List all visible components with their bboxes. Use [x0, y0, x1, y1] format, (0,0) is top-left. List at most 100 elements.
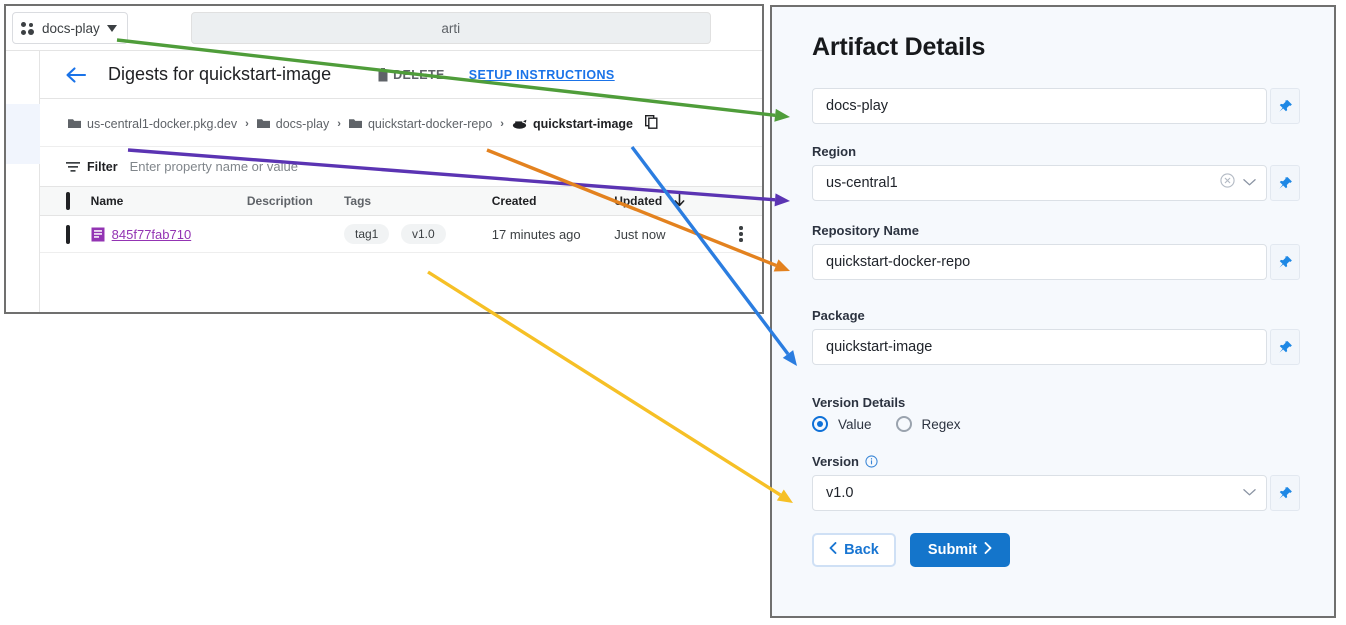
tag-chip[interactable]: v1.0 [400, 224, 446, 244]
search-input[interactable]: arti [190, 12, 711, 44]
column-header-description[interactable]: Description [246, 187, 344, 216]
select-all-checkbox[interactable] [66, 192, 70, 210]
delete-label: DELETE [393, 67, 445, 82]
package-label: Package [812, 308, 865, 323]
copy-icon[interactable] [644, 114, 658, 132]
filter-button[interactable]: Filter [66, 160, 118, 174]
row-description-cell [246, 215, 344, 253]
region-value: us-central1 [826, 175, 898, 191]
breadcrumb-item-repo[interactable]: quickstart-docker-repo [348, 116, 493, 131]
chevron-down-icon[interactable] [1243, 484, 1256, 502]
table-header-row: Name Description Tags Created Updated [40, 187, 762, 216]
column-header-created[interactable]: Created [491, 187, 615, 216]
digest-name: 845f77fab710 [111, 226, 192, 242]
artifact-details-panel: Artifact Details docs-play Region us-cen… [770, 5, 1336, 618]
filter-label: Filter [87, 159, 118, 174]
field-version-details: Version Details Value Regex [812, 395, 1300, 432]
select-all-checkbox-cell [40, 187, 91, 216]
field-project: docs-play [812, 88, 1300, 124]
column-header-name[interactable]: Name [90, 187, 247, 216]
page-header: Digests for quickstart-image DELETE SETU… [40, 51, 762, 99]
header-actions: DELETE SETUP INSTRUCTIONS [377, 67, 615, 82]
radio-regex-label: Regex [921, 416, 961, 432]
table-row[interactable]: 845f77fab710 tag1 v1.0 17 minutes ago Ju… [40, 215, 762, 253]
chevron-down-icon[interactable] [1243, 174, 1256, 192]
pin-icon[interactable] [1270, 329, 1300, 365]
column-header-actions [719, 187, 762, 216]
pin-icon[interactable] [1270, 88, 1300, 124]
field-version: Version v1.0 [812, 454, 1300, 511]
pin-icon[interactable] [1270, 165, 1300, 201]
field-package: Package quickstart-image [812, 308, 1300, 365]
submit-button[interactable]: Submit [910, 533, 1010, 567]
row-checkbox[interactable] [66, 224, 70, 244]
pin-icon[interactable] [1270, 244, 1300, 280]
package-input[interactable]: quickstart-image [812, 329, 1267, 365]
field-region: Region us-central1 [812, 144, 1300, 201]
column-header-updated[interactable]: Updated [614, 187, 720, 216]
form-buttons: Back Submit [812, 533, 1300, 567]
chevron-down-icon [106, 24, 117, 32]
breadcrumb: us-central1-docker.pkg.dev › docs-play ›… [40, 99, 762, 147]
kebab-menu-icon[interactable] [720, 226, 762, 242]
radio-value[interactable] [812, 416, 828, 432]
repository-name-label: Repository Name [812, 223, 919, 238]
filter-icon [66, 161, 80, 172]
region-input[interactable]: us-central1 [812, 165, 1267, 201]
breadcrumb-label: us-central1-docker.pkg.dev [87, 116, 238, 131]
search-value: arti [441, 20, 461, 36]
pin-icon[interactable] [1270, 475, 1300, 511]
setup-instructions-link[interactable]: SETUP INSTRUCTIONS [468, 67, 615, 82]
table-empty-space [40, 253, 762, 279]
project-value: docs-play [826, 98, 889, 114]
console-topbar: docs-play arti [6, 6, 762, 51]
submit-button-label: Submit [927, 542, 978, 558]
digest-icon [91, 227, 105, 241]
row-name-cell: 845f77fab710 [90, 215, 247, 253]
breadcrumb-item-project[interactable]: docs-play [256, 116, 330, 131]
nav-rail-highlight [6, 104, 40, 164]
form-title: Artifact Details [812, 33, 986, 61]
package-value: quickstart-image [826, 339, 933, 355]
digests-table: Name Description Tags Created Updated [40, 187, 762, 253]
folder-icon [68, 119, 81, 128]
row-tags-cell: tag1 v1.0 [343, 215, 492, 253]
breadcrumb-item-host[interactable]: us-central1-docker.pkg.dev [68, 117, 237, 131]
breadcrumb-label: quickstart-image [532, 116, 633, 131]
radio-value-label: Value [838, 416, 872, 432]
clear-circle-icon[interactable] [1220, 173, 1235, 193]
repository-name-input[interactable]: quickstart-docker-repo [812, 244, 1267, 280]
project-dots-icon [21, 21, 35, 35]
project-input[interactable]: docs-play [812, 88, 1267, 124]
trash-icon [377, 67, 390, 81]
folder-icon [256, 119, 270, 128]
back-button-label: Back [844, 542, 879, 558]
delete-button[interactable]: DELETE [377, 67, 445, 82]
breadcrumb-label: quickstart-docker-repo [367, 116, 493, 131]
row-updated-cell: Just now [614, 215, 720, 253]
column-header-tags[interactable]: Tags [343, 187, 492, 216]
row-checkbox-cell [40, 215, 91, 253]
cloud-console-panel: docs-play arti Digests for quickstart-im… [4, 4, 764, 314]
tag-chip[interactable]: tag1 [343, 224, 390, 244]
back-button[interactable]: Back [812, 533, 896, 567]
breadcrumb-item-image[interactable]: quickstart-image [512, 117, 633, 131]
info-icon[interactable] [865, 454, 878, 469]
breadcrumb-separator: › [337, 117, 341, 130]
radio-regex[interactable] [895, 416, 912, 432]
repository-name-value: quickstart-docker-repo [826, 254, 971, 270]
digest-link[interactable]: 845f77fab710 [91, 227, 247, 242]
version-details-radio-group: Value Regex [812, 416, 1300, 432]
version-input[interactable]: v1.0 [812, 475, 1267, 511]
breadcrumb-label: docs-play [275, 116, 330, 131]
chevron-right-icon [984, 542, 992, 558]
filter-input[interactable]: Enter property name or value [129, 159, 298, 174]
console-content: Digests for quickstart-image DELETE SETU… [40, 51, 762, 312]
page-title: Digests for quickstart-image [108, 64, 332, 84]
project-picker-button[interactable]: docs-play [12, 12, 128, 44]
back-arrow-icon[interactable] [64, 63, 88, 87]
folder-icon [348, 119, 362, 128]
version-label-row: Version [812, 454, 1300, 469]
chevron-left-icon [829, 542, 837, 558]
